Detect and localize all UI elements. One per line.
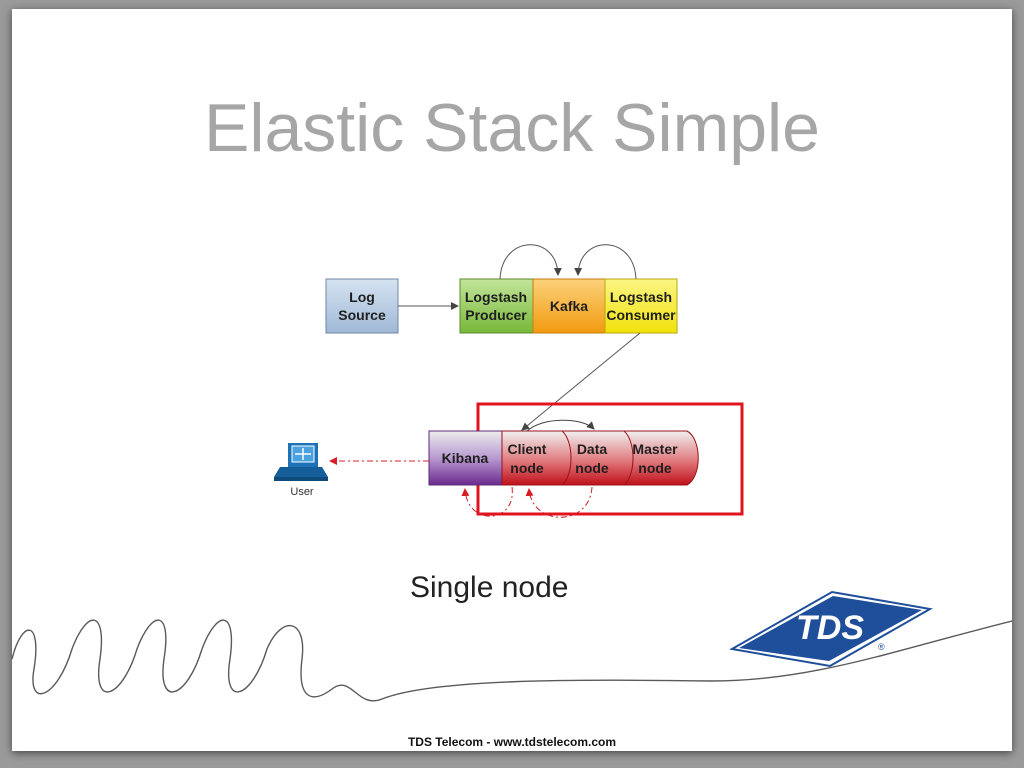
elasticsearch-nodes: Client node Data node Master node xyxy=(501,430,699,486)
kafka-label: Kafka xyxy=(550,298,588,314)
slide-title: Elastic Stack Simple xyxy=(204,90,820,166)
log-source-line1: Log xyxy=(349,289,375,305)
logstash-consumer-box: Logstash Consumer xyxy=(604,278,678,334)
arrow-client-to-data xyxy=(526,419,595,432)
user-label: User xyxy=(290,486,314,498)
slide: Elastic Stack Simple xyxy=(12,9,1012,751)
master-node-line1: Master xyxy=(632,441,678,457)
logstash-producer-line2: Producer xyxy=(465,307,527,323)
client-node-line1: Client xyxy=(508,441,547,457)
kibana-box: Kibana xyxy=(428,430,503,486)
data-node-line1: Data xyxy=(577,441,608,457)
arrow-producer-to-kafka xyxy=(499,244,562,280)
single-node-caption: Single node xyxy=(410,571,569,604)
arrow-client-to-kibana xyxy=(461,486,513,517)
architecture-diagram: Log Source Logstash Producer Kafka Logst… xyxy=(274,244,933,668)
tds-logo-text: TDS xyxy=(796,609,864,647)
arrow-consumer-to-kafka xyxy=(574,244,637,280)
logstash-consumer-line2: Consumer xyxy=(606,307,676,323)
data-node-line2: node xyxy=(575,460,609,476)
kafka-box: Kafka xyxy=(532,278,606,334)
user-workstation-icon xyxy=(274,443,328,481)
log-source-line2: Source xyxy=(338,307,386,323)
log-source-box: Log Source xyxy=(325,278,399,334)
logstash-producer-line1: Logstash xyxy=(465,289,527,305)
master-node-line2: node xyxy=(638,460,672,476)
kibana-label: Kibana xyxy=(442,450,489,466)
arrow-consumer-to-client xyxy=(521,332,641,431)
logstash-consumer-line1: Logstash xyxy=(610,289,672,305)
slide-footer: TDS Telecom - www.tdstelecom.com xyxy=(407,735,617,749)
logstash-producer-box: Logstash Producer xyxy=(459,278,534,334)
decorative-squiggle xyxy=(12,619,1012,702)
tds-logo: TDS ® xyxy=(729,590,933,668)
client-node-line2: node xyxy=(510,460,544,476)
tds-logo-registered: ® xyxy=(878,642,885,652)
